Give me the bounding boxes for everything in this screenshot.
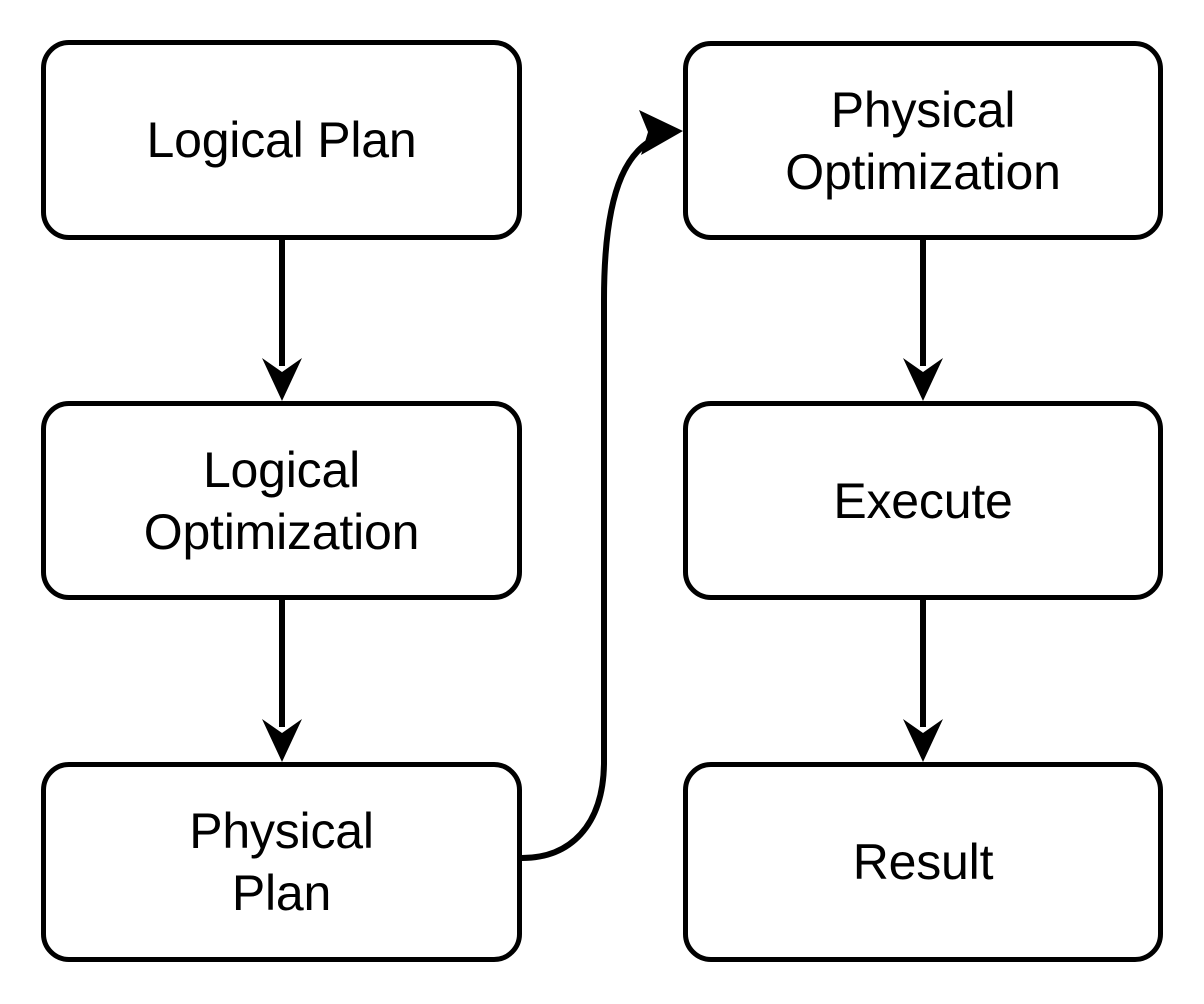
arrowhead-icon	[262, 358, 302, 401]
node-label-physical-plan: Physical Plan	[189, 803, 374, 921]
node-label-result: Result	[852, 834, 994, 890]
edge-execute-to-result	[903, 600, 943, 762]
node-label-logical-plan: Logical Plan	[146, 112, 417, 168]
edge-logical-optimization-to-physical-plan	[262, 600, 302, 762]
arrowhead-icon	[639, 110, 683, 155]
edge-physical-optimization-to-execute	[903, 240, 943, 401]
node-logical-plan[interactable]: Logical Plan	[41, 40, 522, 240]
node-label-logical-optimization: Logical Optimization	[143, 441, 420, 560]
arrowhead-icon	[903, 719, 943, 762]
node-label-execute: Execute	[833, 472, 1013, 529]
edge-physical-plan-to-physical-optimization	[521, 110, 683, 861]
node-execute[interactable]: Execute	[683, 401, 1163, 600]
node-physical-plan[interactable]: Physical Plan	[41, 762, 522, 962]
node-label-physical-optimization: Physical Optimization	[785, 81, 1061, 200]
arrowhead-icon	[903, 358, 943, 401]
node-result[interactable]: Result	[683, 762, 1163, 962]
node-logical-optimization[interactable]: Logical Optimization	[41, 401, 522, 600]
arrowhead-icon	[262, 719, 302, 762]
node-physical-optimization[interactable]: Physical Optimization	[683, 41, 1163, 240]
edge-logical-plan-to-logical-optimization	[262, 240, 302, 401]
edge-curve	[521, 129, 673, 861]
